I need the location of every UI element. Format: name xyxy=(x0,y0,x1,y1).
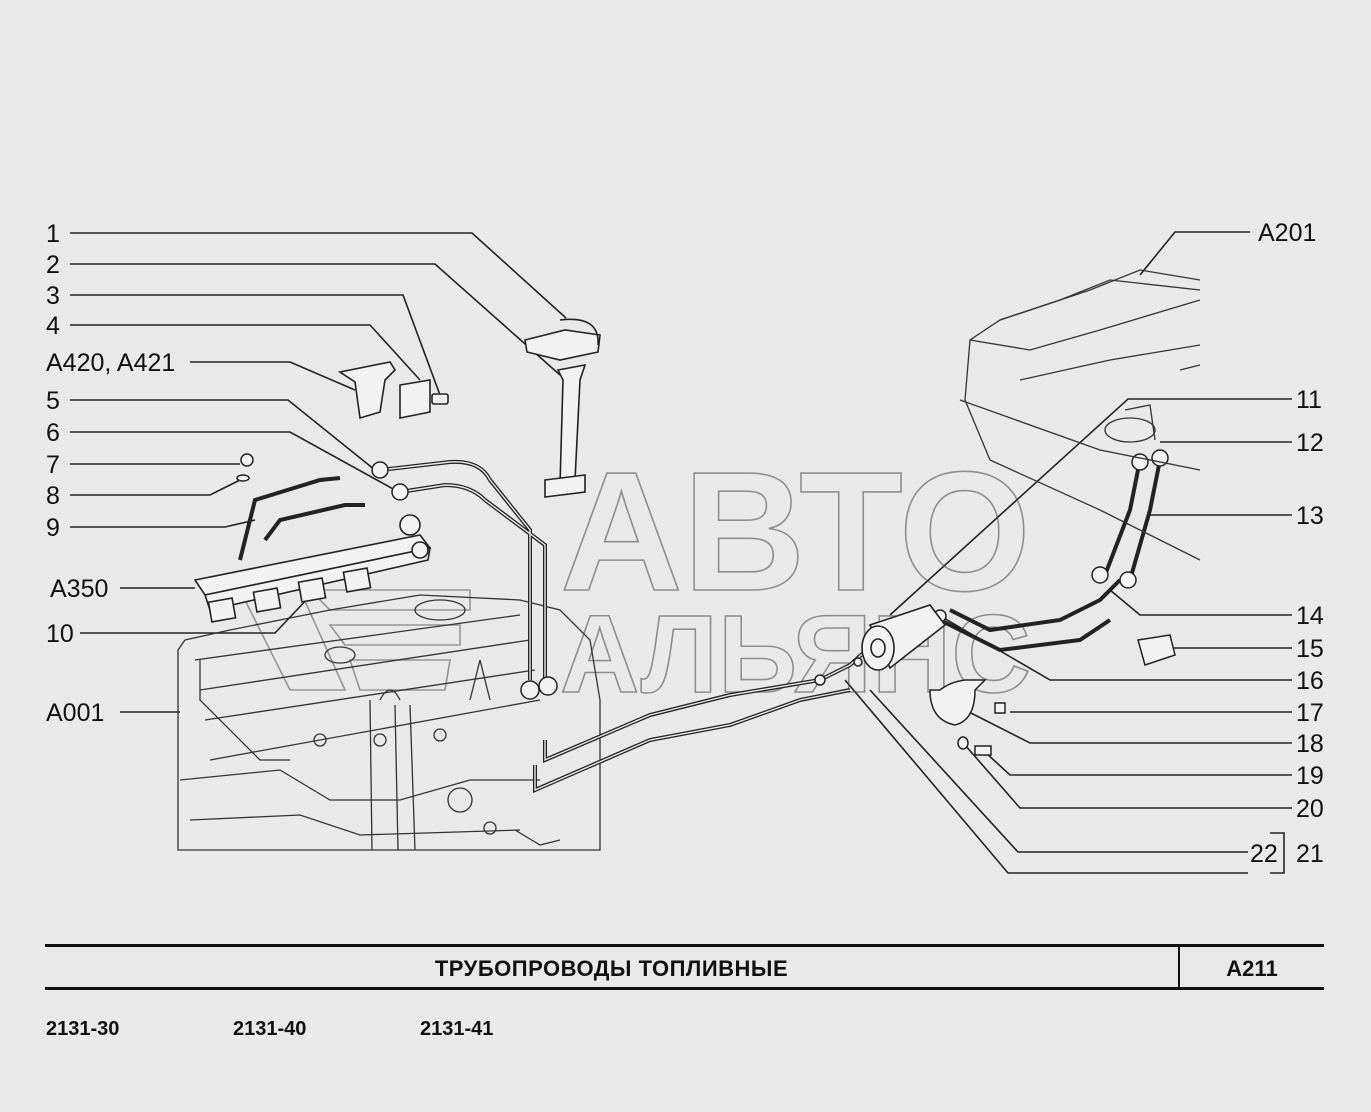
callout-a001: A001 xyxy=(46,699,105,727)
callout-16: 16 xyxy=(1296,667,1324,695)
title-block: ТРУБОПРОВОДЫ ТОПЛИВНЫЕ A211 xyxy=(45,944,1324,990)
page-title: ТРУБОПРОВОДЫ ТОПЛИВНЫЕ xyxy=(434,956,789,981)
callout-7: 7 xyxy=(46,451,60,479)
leader-1 xyxy=(70,232,567,319)
callout-17: 17 xyxy=(1296,699,1324,727)
callout-a201: A201 xyxy=(1258,219,1317,247)
leader-21 xyxy=(844,679,1248,874)
callout-a350: A350 xyxy=(50,575,109,603)
mount-brackets xyxy=(337,361,449,420)
callout-18: 18 xyxy=(1296,730,1324,758)
callout-1: 1 xyxy=(46,220,60,248)
bracket-clip xyxy=(524,318,601,498)
leader-5 xyxy=(70,399,376,471)
model-code-3: 2131-41 xyxy=(420,1018,494,1040)
callout-a420-a421: A420, A421 xyxy=(46,349,176,377)
title-divider xyxy=(1178,944,1180,990)
section-code: A211 xyxy=(1226,956,1278,981)
leader-18 xyxy=(964,709,1292,744)
leader-20 xyxy=(964,744,1292,809)
callout-6: 6 xyxy=(46,419,60,447)
callout-13: 13 xyxy=(1296,502,1324,530)
clip-15 xyxy=(1137,634,1176,666)
callout-11: 11 xyxy=(1296,386,1322,414)
callout-12: 12 xyxy=(1296,429,1324,457)
filter-clamp xyxy=(929,679,1006,756)
leader-6 xyxy=(70,431,396,491)
callout-4: 4 xyxy=(46,312,60,340)
fittings xyxy=(236,449,1169,700)
callout-20: 20 xyxy=(1296,795,1324,823)
leader-2 xyxy=(70,263,561,376)
leader-9 xyxy=(70,519,256,528)
model-code-2: 2131-40 xyxy=(233,1018,307,1040)
engine-block xyxy=(177,594,601,851)
watermark: АВТО АЛЬЯНС xyxy=(559,436,1032,717)
leader-22 xyxy=(869,689,1248,853)
leader-14 xyxy=(1109,589,1292,616)
leader-a420 xyxy=(190,361,356,391)
watermark-line1: АВТО xyxy=(560,437,1031,627)
callout-10: 10 xyxy=(46,620,74,648)
leader-11 xyxy=(889,398,1292,616)
callout-21: 21 xyxy=(1296,840,1324,868)
callout-14: 14 xyxy=(1296,602,1324,630)
callout-5: 5 xyxy=(46,387,60,415)
fuel-line-highlight xyxy=(379,461,901,792)
fuel-filter xyxy=(861,604,947,671)
fuel-tank xyxy=(959,269,1201,561)
bracket-21-22 xyxy=(1270,832,1285,874)
callout-19: 19 xyxy=(1296,762,1324,790)
leader-19 xyxy=(984,751,1292,776)
model-code-1: 2131-30 xyxy=(46,1018,120,1040)
leader-8 xyxy=(70,479,241,496)
leader-a201 xyxy=(1139,231,1250,276)
callout-15: 15 xyxy=(1296,635,1324,663)
leader-4 xyxy=(70,324,421,381)
leader-3 xyxy=(70,294,441,396)
callout-22: 22 xyxy=(1250,840,1278,868)
fuel-rail xyxy=(193,514,432,623)
callout-8: 8 xyxy=(46,482,60,510)
callout-9: 9 xyxy=(46,514,60,542)
callout-3: 3 xyxy=(46,282,60,310)
callout-2: 2 xyxy=(46,251,60,279)
